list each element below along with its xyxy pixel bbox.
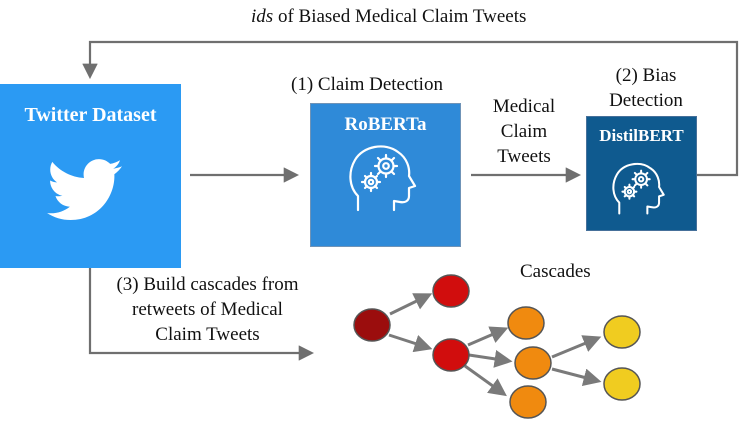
cascades-label: Cascades — [520, 261, 591, 282]
medical-claim-tweets-line-2: Claim — [500, 121, 548, 142]
twitter-bird-icon — [47, 159, 123, 220]
cascade-node-root — [353, 308, 391, 342]
bias-detection-step-label: (2) Bias Detection — [596, 63, 696, 113]
head-gears-icon — [349, 145, 417, 212]
cascade-node-level2 — [514, 346, 552, 380]
feedback-loop-label: ids of Biased Medical Claim Tweets — [251, 5, 526, 29]
cascade-edge — [388, 333, 433, 353]
cascade-edge — [551, 335, 602, 359]
cascade-step-line-3: Claim Tweets — [155, 324, 260, 345]
bias-detection-line-1: (2) Bias — [615, 65, 677, 86]
cascade-node-level1 — [432, 274, 470, 308]
cascade-step-line-2: retweets of Medical — [132, 299, 283, 320]
cascade-edge — [551, 367, 602, 387]
cascade-tree — [353, 274, 641, 419]
feedback-loop-label-ids: ids — [251, 6, 274, 27]
cascade-node-level2 — [507, 306, 545, 340]
cascade-node-level2 — [509, 385, 547, 419]
cascade-step-line-1: (3) Build cascades from — [116, 274, 299, 295]
claim-detection-step-label: (1) Claim Detection — [291, 74, 443, 95]
feedback-loop-label-rest: of Biased Medical Claim Tweets — [273, 6, 527, 27]
cascade-node-level1 — [432, 338, 470, 372]
distilbert-title: DistilBERT — [599, 126, 684, 145]
medical-claim-tweets-line-1: Medical — [492, 96, 556, 117]
cascade-edge — [389, 293, 433, 316]
medical-claim-tweets-line-3: Tweets — [497, 146, 551, 167]
cascade-edge — [468, 349, 513, 368]
roberta-title: RoBERTa — [344, 114, 427, 135]
cascade-node-level3 — [603, 367, 641, 401]
cascade-node-level3 — [603, 315, 641, 349]
cascade-edge — [467, 326, 509, 347]
head-gears-icon — [612, 162, 665, 215]
dataset-to-cascades-arrow — [88, 268, 315, 361]
cascade-edge — [464, 364, 507, 397]
medical-claim-tweets-label: Medical Claim Tweets — [484, 94, 564, 169]
bias-detection-line-2: Detection — [609, 90, 683, 111]
twitter-dataset-title: Twitter Dataset — [24, 104, 157, 126]
cascade-step-label: (3) Build cascades from retweets of Medi… — [100, 272, 315, 347]
feedback-loop-arrow — [82, 40, 739, 177]
